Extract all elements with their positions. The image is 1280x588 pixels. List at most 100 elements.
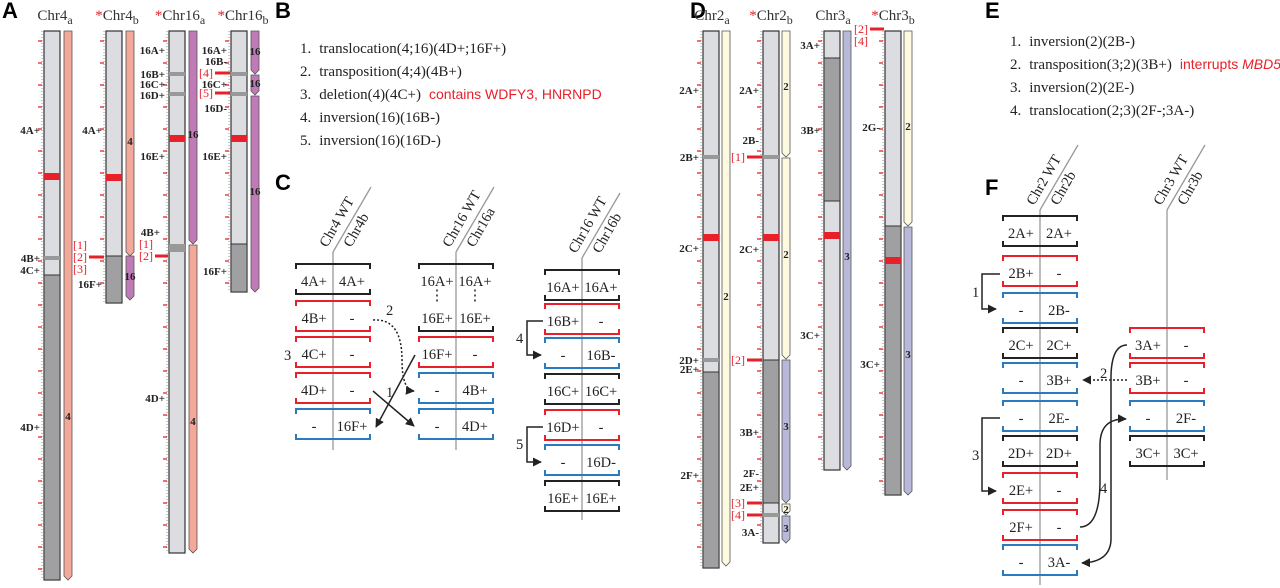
row-bracket-bottom [544, 295, 620, 301]
item-number: 2. [300, 64, 311, 80]
row-bracket-bottom [1129, 426, 1205, 432]
chr4a [38, 30, 61, 581]
panel-label-e: E [985, 0, 1000, 23]
strip-label: 16 [250, 46, 262, 58]
cell-mutant: 4D+ [462, 419, 488, 435]
cell-mutant: 16E+ [585, 491, 617, 507]
row-bracket-bottom [1002, 318, 1078, 324]
band-label: 16B+ [140, 69, 165, 81]
cell-wt: - [312, 419, 317, 435]
strip-label: 4 [65, 411, 71, 423]
chr16-strip [250, 95, 260, 293]
cell-wt: 4A+ [301, 274, 327, 290]
band-label: 16C+ [140, 79, 165, 91]
cell-wt: 16D+ [546, 420, 579, 436]
chromosome-subscript: b [263, 13, 269, 27]
breakpoint-label: [3] [731, 496, 745, 510]
comparison-table [544, 192, 621, 520]
chr2-strip [781, 30, 791, 158]
cell-mutant: 2F- [1176, 411, 1196, 427]
cell-mutant: 16C+ [585, 384, 617, 400]
translocation-arrow [1079, 414, 1127, 528]
event-label-5: 5 [516, 437, 523, 453]
dark-segment [702, 371, 720, 569]
row-bracket-bottom [1002, 570, 1078, 576]
breakpoint-label: [1] [731, 150, 745, 164]
item-text: deletion(4)(4C+) [319, 87, 421, 103]
cell-mutant: - [350, 347, 355, 363]
row-bracket-top [1129, 435, 1205, 441]
item-text: inversion(2)(2E-) [1029, 80, 1134, 96]
band-label: 2B- [743, 135, 760, 147]
divider-diagonal [1039, 144, 1079, 211]
cell-wt: - [1019, 555, 1024, 571]
chromosome-name: Chr3 [879, 8, 909, 24]
ellipsis: ⋮ [430, 288, 445, 304]
band-label: 16F+ [78, 279, 102, 291]
chromosome-subscript: a [724, 13, 730, 27]
breakpoint-label: [2] [731, 353, 745, 367]
chromosome-name: Chr2 [694, 8, 724, 24]
row-bracket-bottom [295, 326, 371, 332]
cell-wt: 2D+ [1008, 446, 1034, 462]
row-bracket-bottom [418, 398, 494, 404]
list-item: 4.inversion(16)(16B-) [300, 110, 440, 126]
inversion-arrow [981, 417, 1000, 496]
row-bracket-bottom [1129, 353, 1205, 359]
dark-segment [230, 243, 248, 293]
breakpoint-band [169, 248, 185, 252]
chr3a [818, 30, 841, 471]
list-item: 5.inversion(16)(16D-) [300, 133, 441, 149]
breakpoint-band [169, 92, 185, 96]
strip-label: 2 [783, 249, 789, 261]
chr16-strip [250, 74, 260, 96]
event-label-3: 3 [284, 348, 291, 364]
item-text: inversion(16)(16D-) [319, 133, 441, 149]
event-label-1: 1 [972, 285, 979, 301]
cell-wt: - [1019, 411, 1024, 427]
event-label-4: 4 [1100, 481, 1108, 497]
chr2-strip [721, 30, 731, 567]
breakpoint-band [703, 155, 719, 159]
breakpoint-label: [2] [854, 22, 868, 36]
chromosome-subscript: b [909, 13, 915, 27]
row-bracket-bottom [1002, 461, 1078, 467]
row-bracket-top [295, 336, 371, 342]
cell-mutant: - [1184, 373, 1189, 389]
band-label: 3A+ [800, 40, 820, 52]
chr16-strip [125, 255, 135, 301]
strip-label: 2 [783, 504, 789, 516]
divider-diagonal [581, 192, 621, 259]
comparison-table [418, 186, 495, 450]
panel-label-b: B [275, 0, 291, 23]
row-bracket-top [544, 444, 620, 450]
cell-wt: 2E+ [1009, 483, 1033, 499]
band-label: 2G- [862, 122, 880, 134]
cell-mutant: 4B+ [462, 383, 487, 399]
cell-mutant: - [473, 347, 478, 363]
list-item: 4.translocation(2;3)(2F-;3A-) [1010, 103, 1194, 119]
chr2a-title: Chr2a [694, 8, 730, 27]
chromosome-subscript: b [787, 13, 793, 27]
chr16b-title: *Chr16b [218, 8, 269, 27]
cell-mutant: 2A+ [1046, 226, 1072, 242]
mutant-asterisk: * [871, 8, 879, 24]
cell-mutant: 3C+ [1173, 446, 1198, 462]
dark-segment [823, 57, 841, 202]
panel-label-f: F [985, 175, 998, 200]
mutant-asterisk: * [218, 8, 226, 24]
item-number: 4. [1010, 103, 1021, 119]
dark-segment [762, 359, 780, 504]
breakpoint-band [763, 155, 779, 159]
item-number: 1. [1010, 34, 1021, 50]
breakpoint-band [231, 72, 247, 76]
row-bracket-bottom [544, 506, 620, 512]
cell-wt: 3B+ [1135, 373, 1160, 389]
cell-mutant: - [350, 311, 355, 327]
chr3-strip [781, 359, 791, 504]
row-bracket-top [1002, 509, 1078, 515]
event-label-3: 3 [972, 448, 979, 464]
chromosome-subscript: a [67, 13, 73, 27]
breakpoint-label: [3] [73, 262, 87, 276]
band-label: 2D+ [679, 355, 699, 367]
